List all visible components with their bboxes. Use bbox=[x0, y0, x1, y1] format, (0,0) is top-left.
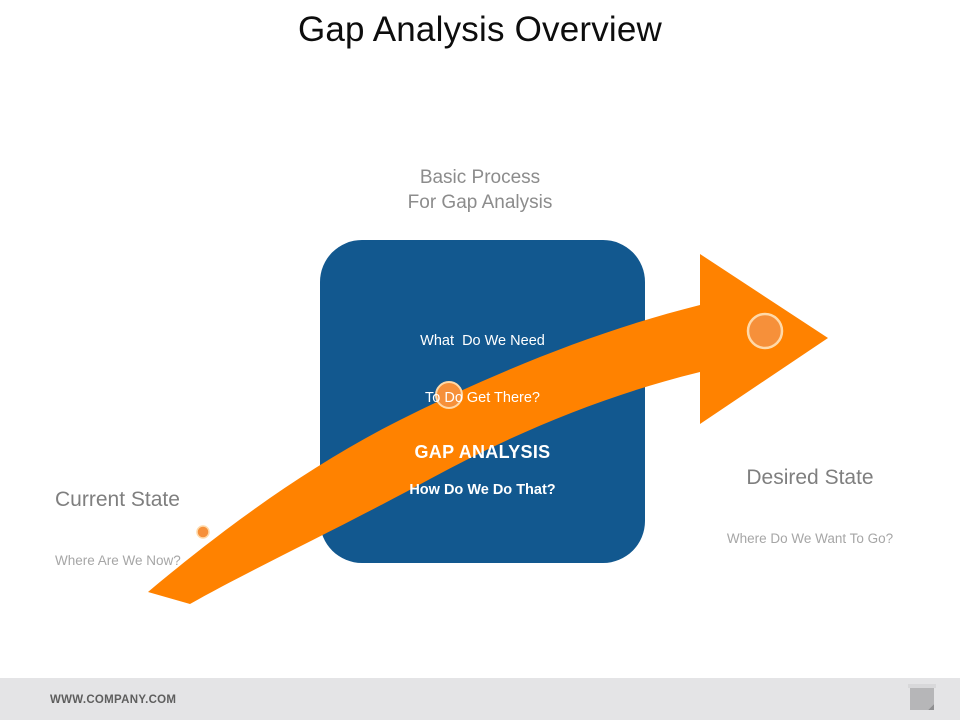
process-caption-line-2: For Gap Analysis bbox=[407, 192, 553, 213]
page-title: Gap Analysis Overview bbox=[297, 10, 663, 49]
desired-state-subtitle: Where Do We Want To Go? bbox=[726, 531, 894, 546]
current-state-title: Current State bbox=[55, 488, 180, 511]
process-caption: Basic Process For Gap Analysis bbox=[330, 165, 630, 215]
how-question-text: How Do We Do That? bbox=[409, 482, 556, 498]
footer-bar bbox=[0, 678, 960, 720]
end-marker-icon bbox=[746, 312, 784, 350]
need-question-line-2: To Do Get There? bbox=[425, 390, 540, 406]
desired-state-title: Desired State bbox=[746, 466, 874, 489]
footer-url[interactable]: WWW.COMPANY.COM bbox=[50, 694, 177, 706]
need-question-line-1: What Do We Need bbox=[420, 333, 545, 349]
placeholder-image-icon bbox=[908, 684, 936, 710]
process-caption-line-1: Basic Process bbox=[419, 167, 541, 188]
current-state-label: Current State Where Are We Now? bbox=[55, 452, 181, 604]
current-state-subtitle: Where Are We Now? bbox=[55, 553, 181, 568]
gap-analysis-heading: GAP ANALYSIS bbox=[414, 442, 551, 462]
desired-state-label: Desired State Where Do We Want To Go? bbox=[690, 430, 930, 582]
need-question-text: What Do We Need To Do Get There? bbox=[320, 294, 645, 446]
start-marker-icon bbox=[196, 525, 210, 539]
